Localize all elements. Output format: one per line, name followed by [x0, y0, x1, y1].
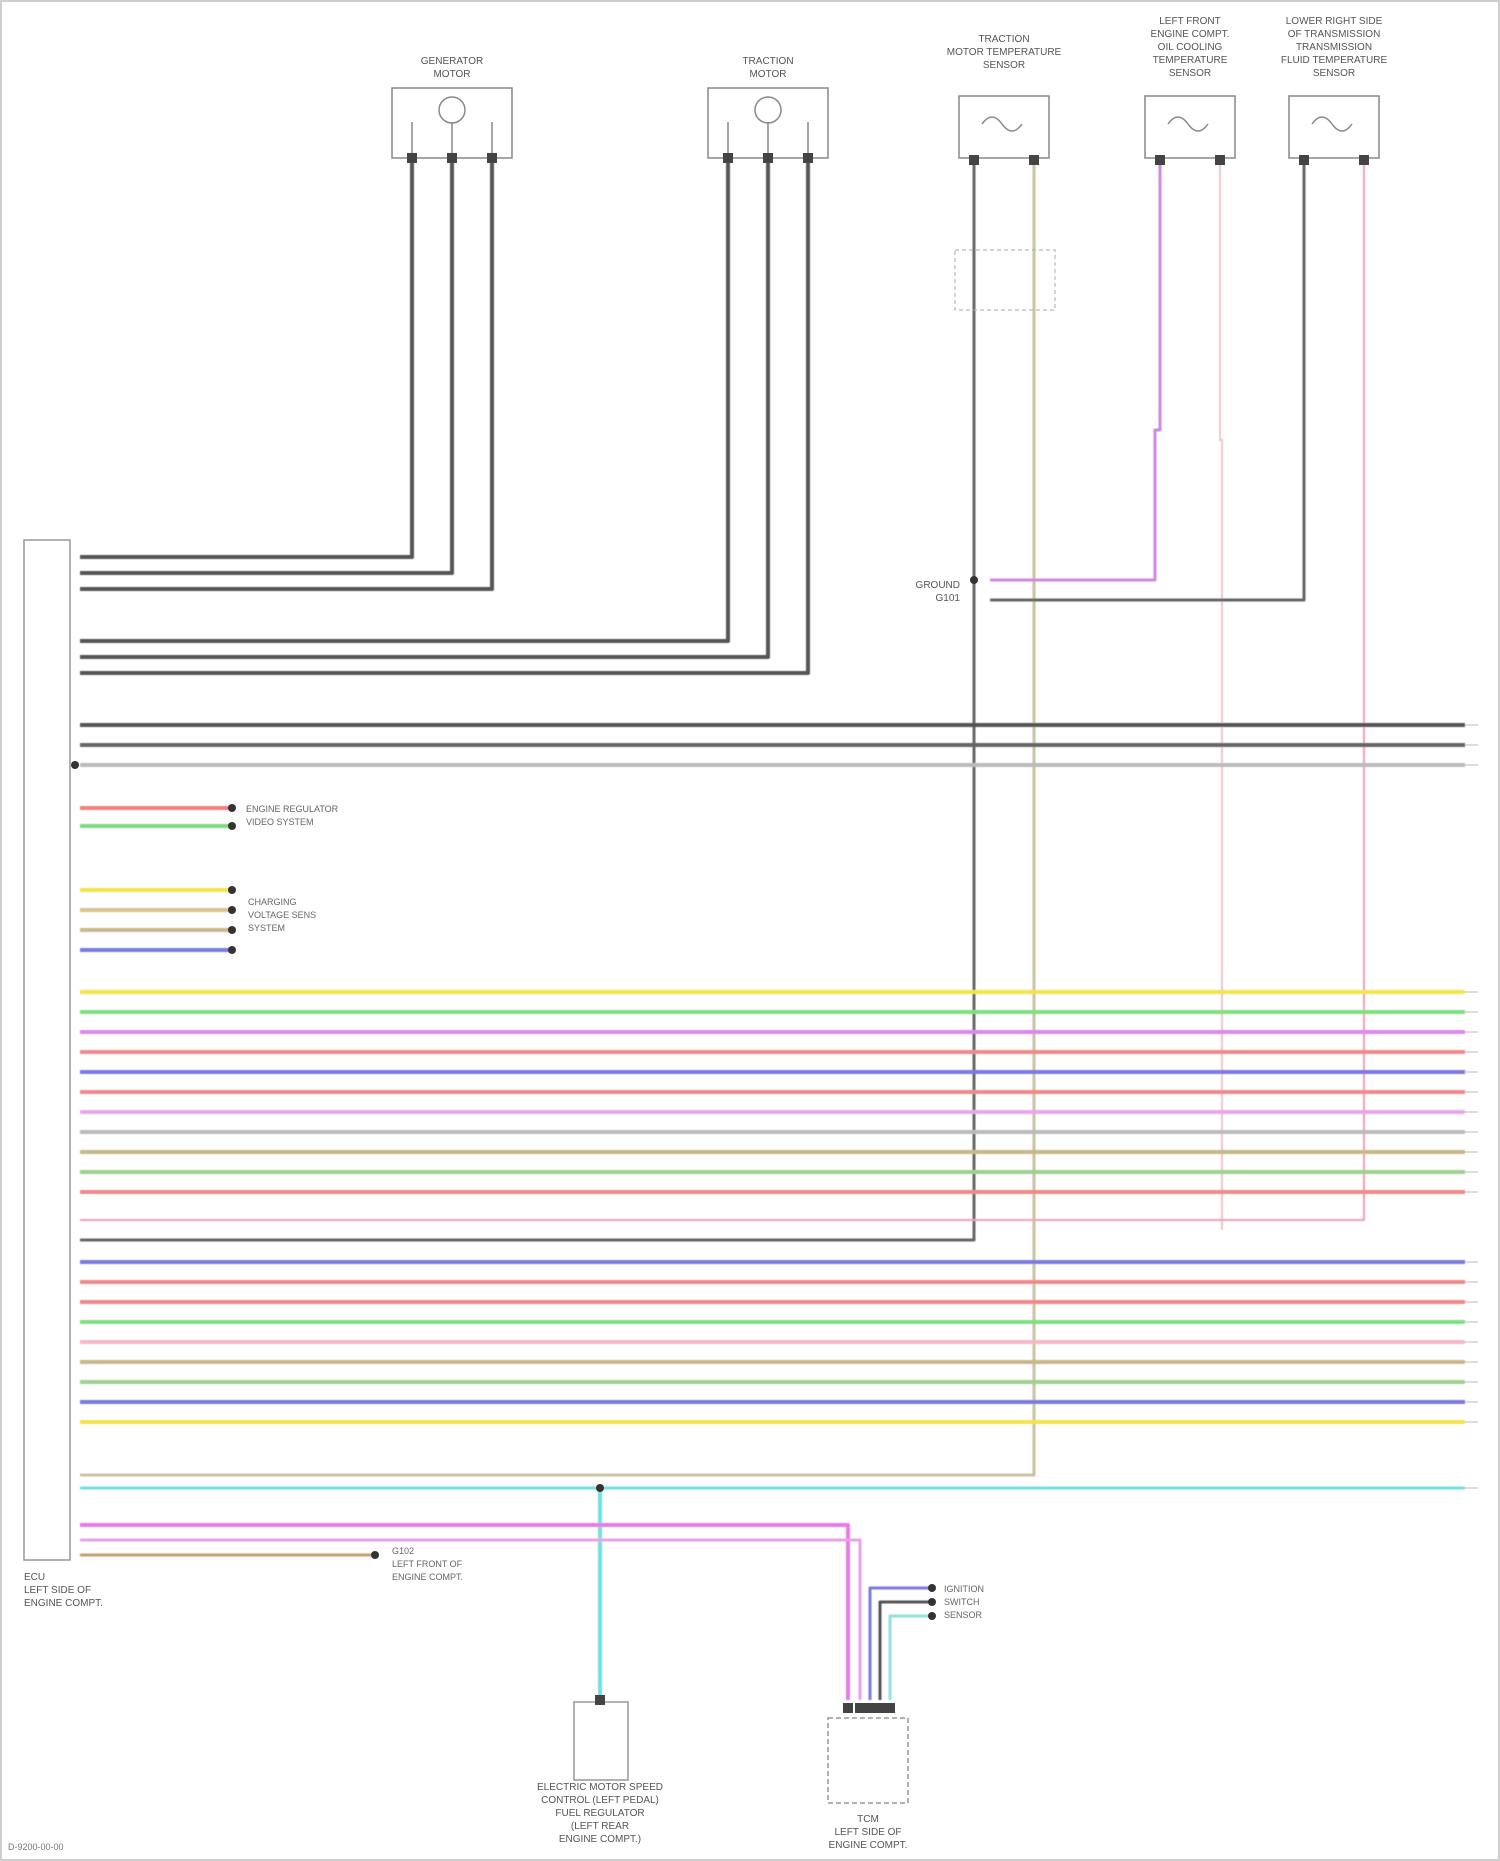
splice-dot: [228, 946, 236, 954]
traction-motor-temp-sensor-symbol: [982, 117, 1022, 131]
connector-pin: [1299, 155, 1309, 165]
generator-wire: [80, 160, 412, 557]
connector-pin: [723, 153, 733, 163]
traction-temp-wire: [80, 160, 1034, 1475]
ecu-box: [24, 540, 70, 1560]
traction-temp-wire: [80, 160, 974, 1240]
splice-dot: [228, 804, 236, 812]
relay-wire: [80, 1525, 848, 1700]
ignition-wire: [890, 1616, 930, 1700]
connector-pin: [763, 153, 773, 163]
connector-pin: [487, 153, 497, 163]
traction-wire: [80, 160, 768, 657]
connector-pin: [407, 153, 417, 163]
connector-pin: [447, 153, 457, 163]
connector-pin: [1215, 155, 1225, 165]
connector-pin: [1029, 155, 1039, 165]
fluid-temp-wire: [990, 160, 1304, 600]
connector-pin: [803, 153, 813, 163]
splice-dot: [228, 886, 236, 894]
connector-pin: [855, 1703, 865, 1713]
connector-pin: [843, 1703, 853, 1713]
splice-dot: [596, 1484, 604, 1492]
relay-box: [828, 1718, 908, 1803]
splice-dot: [371, 1551, 379, 1559]
generator-wire: [80, 160, 452, 573]
motor-speed-sensor-box: [574, 1702, 628, 1780]
splice-dot: [928, 1598, 936, 1606]
oil-temp-wire: [1220, 160, 1222, 1230]
traction-motor-symbol: [755, 97, 781, 123]
relay-wire: [80, 1540, 860, 1700]
ground-splice: [970, 576, 978, 584]
generator-wire: [80, 160, 492, 589]
splice-dot: [228, 926, 236, 934]
connector-pin: [1155, 155, 1165, 165]
connector-pin: [969, 155, 979, 165]
splice-dot: [928, 1584, 936, 1592]
splice-dot: [228, 906, 236, 914]
fluid-temp-wire: [80, 160, 1364, 1220]
connector-pin: [1359, 155, 1369, 165]
bus-splice: [71, 761, 79, 769]
oil-temp-sensor-symbol: [1168, 117, 1208, 131]
traction-wire: [80, 160, 728, 641]
oil-temp-wire: [990, 160, 1160, 580]
splice-dot: [928, 1612, 936, 1620]
splice-dot: [228, 822, 236, 830]
generator-motor-symbol: [439, 97, 465, 123]
shield-box: [955, 250, 1055, 310]
connector-pin: [885, 1703, 895, 1713]
connector-pin: [875, 1703, 885, 1713]
fluid-temp-sensor-symbol: [1312, 117, 1352, 131]
traction-wire: [80, 160, 808, 673]
connector-pin: [595, 1695, 605, 1705]
connector-pin: [865, 1703, 875, 1713]
diagram-code: D-9200-00-00: [8, 1842, 64, 1852]
